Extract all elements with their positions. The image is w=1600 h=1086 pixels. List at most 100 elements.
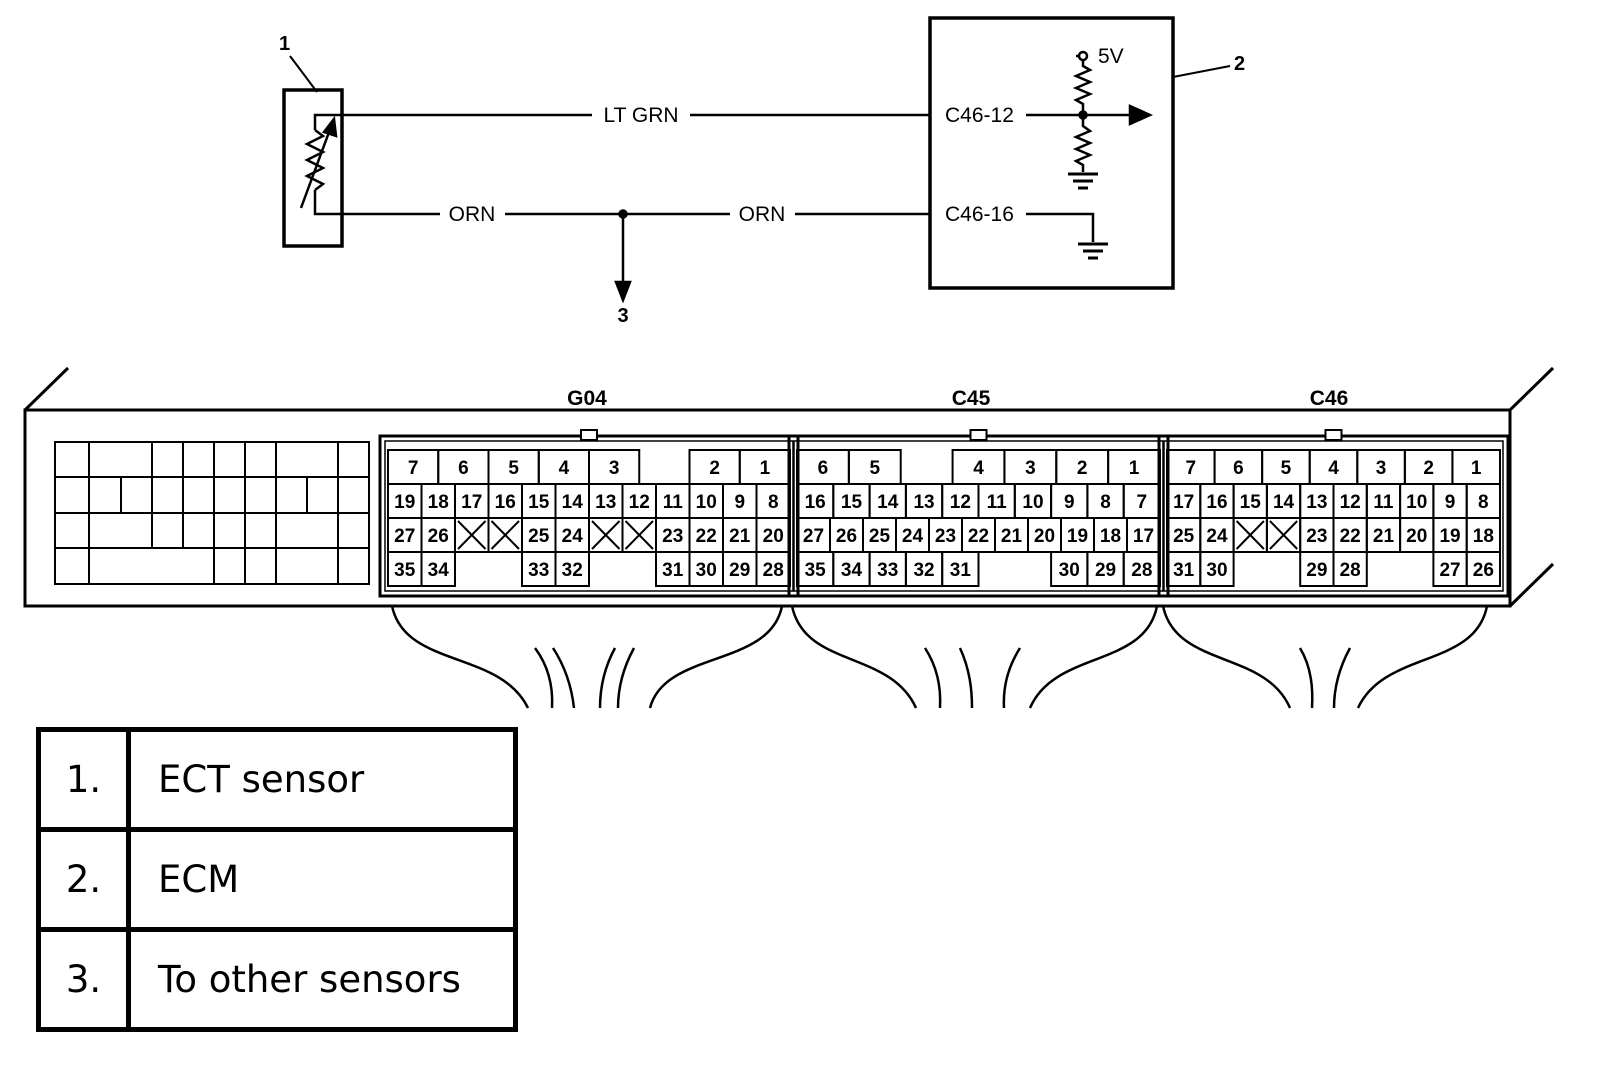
- pin-number: 32: [913, 560, 934, 581]
- blank-pin-cross: [624, 520, 654, 550]
- pin-number: 29: [1306, 560, 1327, 581]
- ground-wire-label-left: ORN: [449, 203, 496, 226]
- pin-number: 8: [1100, 492, 1111, 513]
- pin-number: 23: [1306, 526, 1327, 547]
- pin-number: 9: [1064, 492, 1075, 513]
- pin-number: 7: [1137, 492, 1148, 513]
- pin-number: 18: [1473, 526, 1494, 547]
- pin-number: 7: [408, 458, 419, 479]
- pin-number: 5: [1281, 458, 1292, 479]
- pin-number: 31: [950, 560, 972, 581]
- pin-cell: [1332, 551, 1368, 587]
- pin-number: 9: [734, 492, 745, 513]
- pin-number: 26: [428, 526, 449, 547]
- reference-voltage-label: 5V: [1098, 45, 1124, 68]
- callout-2: 2: [1234, 53, 1245, 75]
- pin-number: 1: [1471, 458, 1482, 479]
- pin-number: 8: [768, 492, 779, 513]
- legend-number: 3.: [36, 927, 131, 1032]
- wire-harness: [390, 605, 1489, 709]
- pin-number: 1: [760, 458, 771, 479]
- thermistor-resistor-icon: [304, 129, 326, 191]
- pin-number: 23: [662, 526, 683, 547]
- pin-number: 32: [562, 560, 583, 581]
- blank-pin-cross: [591, 520, 621, 550]
- pin-number: 33: [877, 560, 898, 581]
- pin-number: 27: [803, 526, 824, 547]
- legend-row: 2. ECM: [36, 827, 518, 932]
- housing-edge-top-right: [1508, 366, 1555, 412]
- pin-number: 15: [841, 492, 863, 513]
- connector-lock-tab: [1324, 429, 1343, 441]
- legend-table: 1. ECT sensor 2. ECM 3. To other sensors: [36, 727, 518, 1032]
- ect-sensor: [282, 88, 344, 248]
- pin-number: 19: [1439, 526, 1460, 547]
- pin-number: 27: [394, 526, 415, 547]
- pin-number: 28: [763, 560, 784, 581]
- legend-number: 2.: [36, 827, 131, 932]
- sensor-body: [282, 88, 344, 248]
- pin-number: 10: [1022, 492, 1043, 513]
- pin-number: 6: [1233, 458, 1244, 479]
- vent-grid: [54, 441, 370, 585]
- legend-row: 1. ECT sensor: [36, 727, 518, 832]
- pin-number: 11: [663, 492, 684, 513]
- housing-body: [23, 408, 1512, 608]
- ground-symbol-icon: [1078, 242, 1108, 260]
- pin-number: 34: [428, 560, 450, 581]
- pin-number: 21: [1373, 526, 1395, 547]
- pin-number: 22: [1340, 526, 1361, 547]
- pin-cell: [554, 551, 590, 587]
- pin-number: 6: [818, 458, 829, 479]
- connector-title-c46: C46: [1310, 387, 1349, 410]
- pin-number: 19: [1067, 526, 1088, 547]
- ecm-terminal-signal: C46-12: [945, 104, 1014, 127]
- pin-number: 3: [1025, 458, 1036, 479]
- pin-number: 26: [1473, 560, 1494, 581]
- pin-number: 2: [1423, 458, 1434, 479]
- pin-number: 24: [1206, 526, 1228, 547]
- pin-number: 13: [913, 492, 934, 513]
- ecm-terminal-ground: C46-16: [945, 203, 1014, 226]
- pin-number: 31: [662, 560, 684, 581]
- pin-number: 19: [394, 492, 415, 513]
- pulldown-resistor-icon: [1072, 115, 1094, 172]
- legend-row: 3. To other sensors: [36, 927, 518, 1032]
- pin-number: 5: [508, 458, 519, 479]
- connector-title-c45: C45: [952, 387, 991, 410]
- pin-number: 16: [1206, 492, 1227, 513]
- pin-cell: [941, 551, 980, 587]
- pin-number: 25: [869, 526, 891, 547]
- ecm-ground-line: [1026, 212, 1095, 242]
- pin-number: 27: [1439, 560, 1460, 581]
- pin-number: 28: [1340, 560, 1361, 581]
- blank-pin-cross: [490, 520, 520, 550]
- pin-cell: [1199, 551, 1235, 587]
- pin-number: 24: [562, 526, 584, 547]
- legend-label: To other sensors: [126, 927, 518, 1032]
- pin-number: 9: [1445, 492, 1456, 513]
- pin-cell: [1465, 551, 1501, 587]
- pin-number: 26: [836, 526, 857, 547]
- legend-label: ECM: [126, 827, 518, 932]
- pin-number: 25: [528, 526, 550, 547]
- legend-number: 1.: [36, 727, 131, 832]
- pin-number: 29: [1095, 560, 1116, 581]
- pin-number: 3: [1376, 458, 1387, 479]
- pin-number: 31: [1173, 560, 1195, 581]
- pin-number: 13: [1306, 492, 1327, 513]
- callout-1: 1: [279, 33, 290, 55]
- pin-number: 29: [729, 560, 750, 581]
- pin-number: 13: [595, 492, 616, 513]
- pin-number: 18: [428, 492, 449, 513]
- pin-number: 4: [559, 458, 570, 479]
- ecm-box: [928, 16, 1175, 290]
- pin-number: 11: [1373, 492, 1394, 513]
- reference-voltage-terminal: [1077, 50, 1089, 62]
- pin-number: 34: [841, 560, 863, 581]
- pin-number: 7: [1185, 458, 1196, 479]
